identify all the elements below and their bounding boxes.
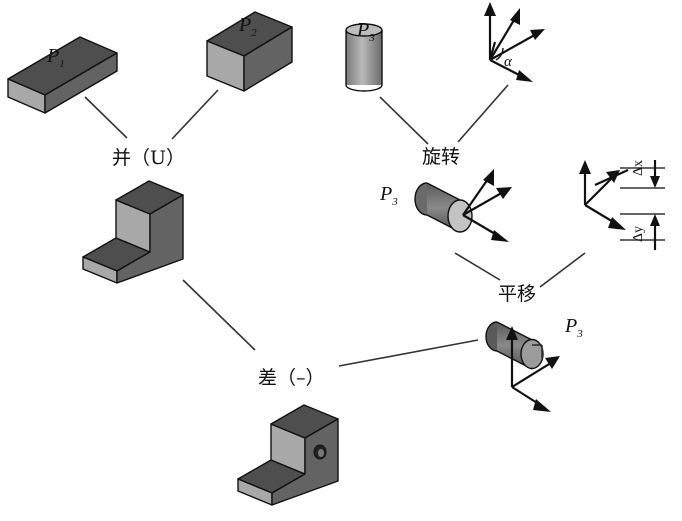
label-p2: P2 (238, 14, 257, 39)
label-translate: 平移 (498, 283, 536, 305)
cylinder-p3-upright (345, 23, 383, 92)
label-rotate: 旋转 (422, 146, 460, 168)
label-p3-upright: P3 (356, 19, 375, 44)
label-difference: 差（–） (258, 367, 325, 389)
label-alpha: α (504, 54, 513, 70)
cylinder-p3-rotated (414, 182, 473, 233)
rotation-axes-icon (484, 2, 545, 82)
rotated-axes-icon (462, 169, 512, 242)
label-p3-rotated: P3 (379, 183, 398, 208)
label-p1: P1 (46, 45, 65, 70)
union-result-block (82, 180, 184, 284)
connector-lines (84, 84, 586, 367)
label-union: 并（U） (112, 147, 185, 169)
box-p2 (206, 11, 293, 92)
cylinder-p3-translated (485, 321, 544, 370)
translated-axes-icon (506, 326, 560, 412)
box-p1 (7, 36, 118, 114)
label-delta-x: Δx (631, 160, 646, 176)
label-p3-translated: P3 (564, 315, 583, 340)
label-delta-y: Δy (631, 226, 646, 242)
difference-result-block (237, 404, 339, 506)
translation-axes-icon (579, 160, 665, 250)
